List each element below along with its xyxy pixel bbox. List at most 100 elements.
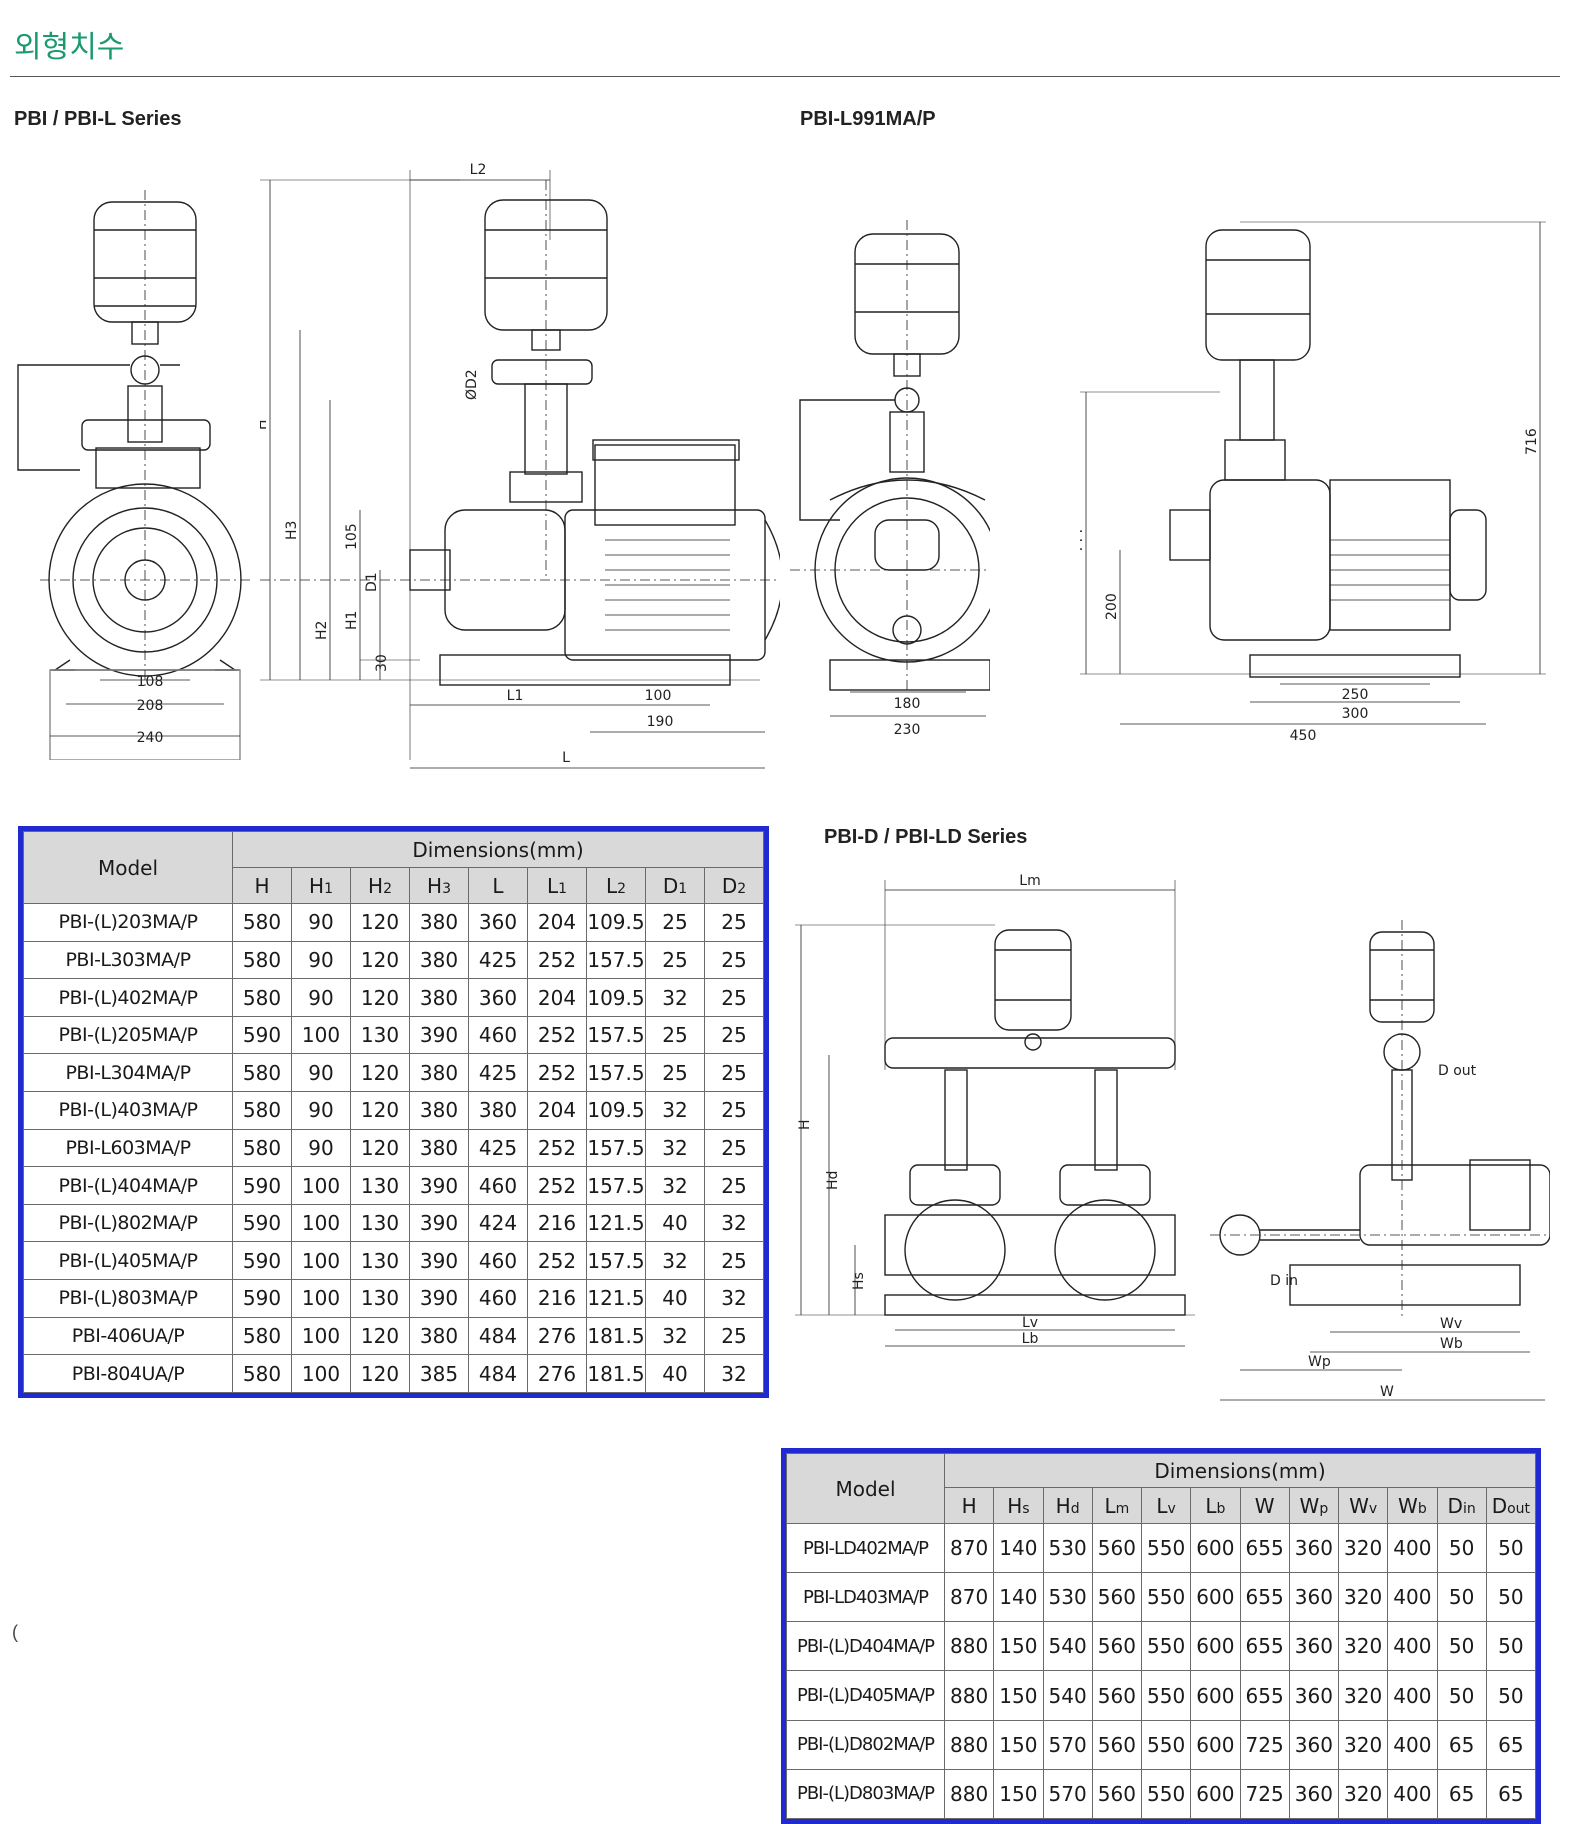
value-cell: 157.5 bbox=[586, 1166, 646, 1205]
dim-label: D out bbox=[1438, 1063, 1477, 1079]
dim-label: D in bbox=[1270, 1273, 1298, 1289]
column-header-sub: v bbox=[1368, 1500, 1378, 1517]
dim-label: 300 bbox=[1342, 706, 1369, 722]
value-cell: 360 bbox=[468, 903, 528, 942]
value-cell: 25 bbox=[704, 1316, 764, 1356]
value-cell: 50 bbox=[1485, 1670, 1537, 1721]
l991-front-drawing: 180 230 bbox=[790, 220, 990, 740]
model-cell: PBI-(L)D405MA/P bbox=[786, 1670, 945, 1721]
value-cell: 100 bbox=[291, 1316, 351, 1356]
dim-label: 108 bbox=[137, 674, 164, 690]
value-cell: 25 bbox=[704, 1053, 764, 1093]
value-cell: 870 bbox=[943, 1572, 995, 1623]
value-cell: 90 bbox=[291, 1091, 351, 1130]
column-header-main: D bbox=[721, 873, 738, 898]
column-header-sub: 2 bbox=[737, 880, 747, 897]
value-cell: 65 bbox=[1436, 1719, 1487, 1770]
value-cell: 252 bbox=[527, 1015, 587, 1055]
dim-label: 208 bbox=[137, 698, 164, 714]
dim-label: 180 bbox=[894, 696, 921, 712]
value-cell: 580 bbox=[232, 940, 292, 980]
value-cell: 570 bbox=[1042, 1768, 1093, 1820]
page-title: 외형치수 bbox=[14, 30, 125, 65]
value-cell: 725 bbox=[1239, 1719, 1290, 1770]
column-header-sub: 3 bbox=[442, 880, 451, 897]
value-cell: 590 bbox=[232, 1203, 292, 1243]
value-cell: 32 bbox=[645, 1128, 705, 1168]
column-header-sub: b bbox=[1216, 1500, 1226, 1517]
l991-side-drawing: 716 444 200 250 300 450 bbox=[1080, 210, 1550, 750]
value-cell: 120 bbox=[350, 1316, 410, 1356]
column-header: L2 bbox=[586, 867, 646, 904]
column-header: D2 bbox=[704, 867, 764, 904]
value-cell: 360 bbox=[1288, 1670, 1340, 1721]
value-cell: 130 bbox=[350, 1203, 410, 1243]
value-cell: 25 bbox=[704, 978, 764, 1017]
column-header-sub: s bbox=[1022, 1500, 1030, 1517]
value-cell: 380 bbox=[409, 978, 469, 1017]
value-cell: 880 bbox=[943, 1768, 995, 1820]
value-cell: 560 bbox=[1091, 1768, 1143, 1820]
value-cell: 25 bbox=[645, 940, 705, 980]
value-cell: 570 bbox=[1042, 1719, 1093, 1770]
value-cell: 360 bbox=[468, 978, 528, 1017]
value-cell: 580 bbox=[232, 978, 292, 1017]
value-cell: 50 bbox=[1485, 1621, 1537, 1672]
value-cell: 204 bbox=[527, 903, 587, 942]
column-header: Din bbox=[1436, 1487, 1487, 1524]
model-cell: PBI-(L)D803MA/P bbox=[786, 1768, 945, 1820]
value-cell: 600 bbox=[1190, 1621, 1241, 1672]
column-header: H3 bbox=[409, 867, 469, 904]
value-cell: 320 bbox=[1337, 1719, 1389, 1770]
value-cell: 880 bbox=[943, 1719, 995, 1770]
dim-label: Hs bbox=[851, 1272, 867, 1290]
value-cell: 580 bbox=[232, 1354, 292, 1393]
value-cell: 276 bbox=[527, 1354, 587, 1393]
value-cell: 424 bbox=[468, 1203, 528, 1243]
model-cell: PBI-(L)D802MA/P bbox=[786, 1719, 945, 1770]
dim-label: Wp bbox=[1308, 1354, 1331, 1370]
dim-label: 105 bbox=[344, 523, 360, 550]
value-cell: 32 bbox=[645, 1241, 705, 1281]
value-cell: 385 bbox=[409, 1354, 469, 1393]
value-cell: 600 bbox=[1190, 1670, 1241, 1721]
value-cell: 120 bbox=[350, 1091, 410, 1130]
value-cell: 32 bbox=[645, 978, 705, 1017]
column-header-sub: 1 bbox=[324, 880, 333, 897]
model-header: Model bbox=[23, 831, 233, 904]
value-cell: 550 bbox=[1140, 1719, 1192, 1770]
value-cell: 204 bbox=[527, 1091, 587, 1130]
value-cell: 320 bbox=[1337, 1670, 1389, 1721]
value-cell: 380 bbox=[468, 1091, 528, 1130]
value-cell: 120 bbox=[350, 940, 410, 980]
value-cell: 25 bbox=[704, 1091, 764, 1130]
column-header: Hd bbox=[1042, 1487, 1093, 1524]
value-cell: 390 bbox=[409, 1241, 469, 1281]
model-cell: PBI-(L)803MA/P bbox=[23, 1279, 233, 1318]
model-cell: PBI-(L)405MA/P bbox=[23, 1241, 233, 1281]
value-cell: 50 bbox=[1436, 1572, 1487, 1623]
column-header-main: H bbox=[961, 1493, 977, 1518]
value-cell: 580 bbox=[232, 903, 292, 942]
value-cell: 380 bbox=[409, 1091, 469, 1130]
value-cell: 725 bbox=[1239, 1768, 1290, 1820]
value-cell: 90 bbox=[291, 940, 351, 980]
value-cell: 550 bbox=[1140, 1670, 1192, 1721]
model-cell: PBI-LD403MA/P bbox=[786, 1572, 945, 1623]
value-cell: 460 bbox=[468, 1279, 528, 1318]
dim-label: 230 bbox=[894, 722, 921, 738]
dim-label: W bbox=[1380, 1384, 1394, 1400]
dim-label: H bbox=[260, 419, 270, 430]
dim-label: Wb bbox=[1440, 1336, 1463, 1352]
model-cell: PBI-(L)402MA/P bbox=[23, 978, 233, 1017]
model-cell: PBI-804UA/P bbox=[23, 1354, 233, 1393]
value-cell: 360 bbox=[1288, 1572, 1340, 1623]
value-cell: 90 bbox=[291, 1128, 351, 1168]
value-cell: 540 bbox=[1042, 1621, 1093, 1672]
dimensions-header: Dimensions(mm) bbox=[232, 831, 764, 868]
